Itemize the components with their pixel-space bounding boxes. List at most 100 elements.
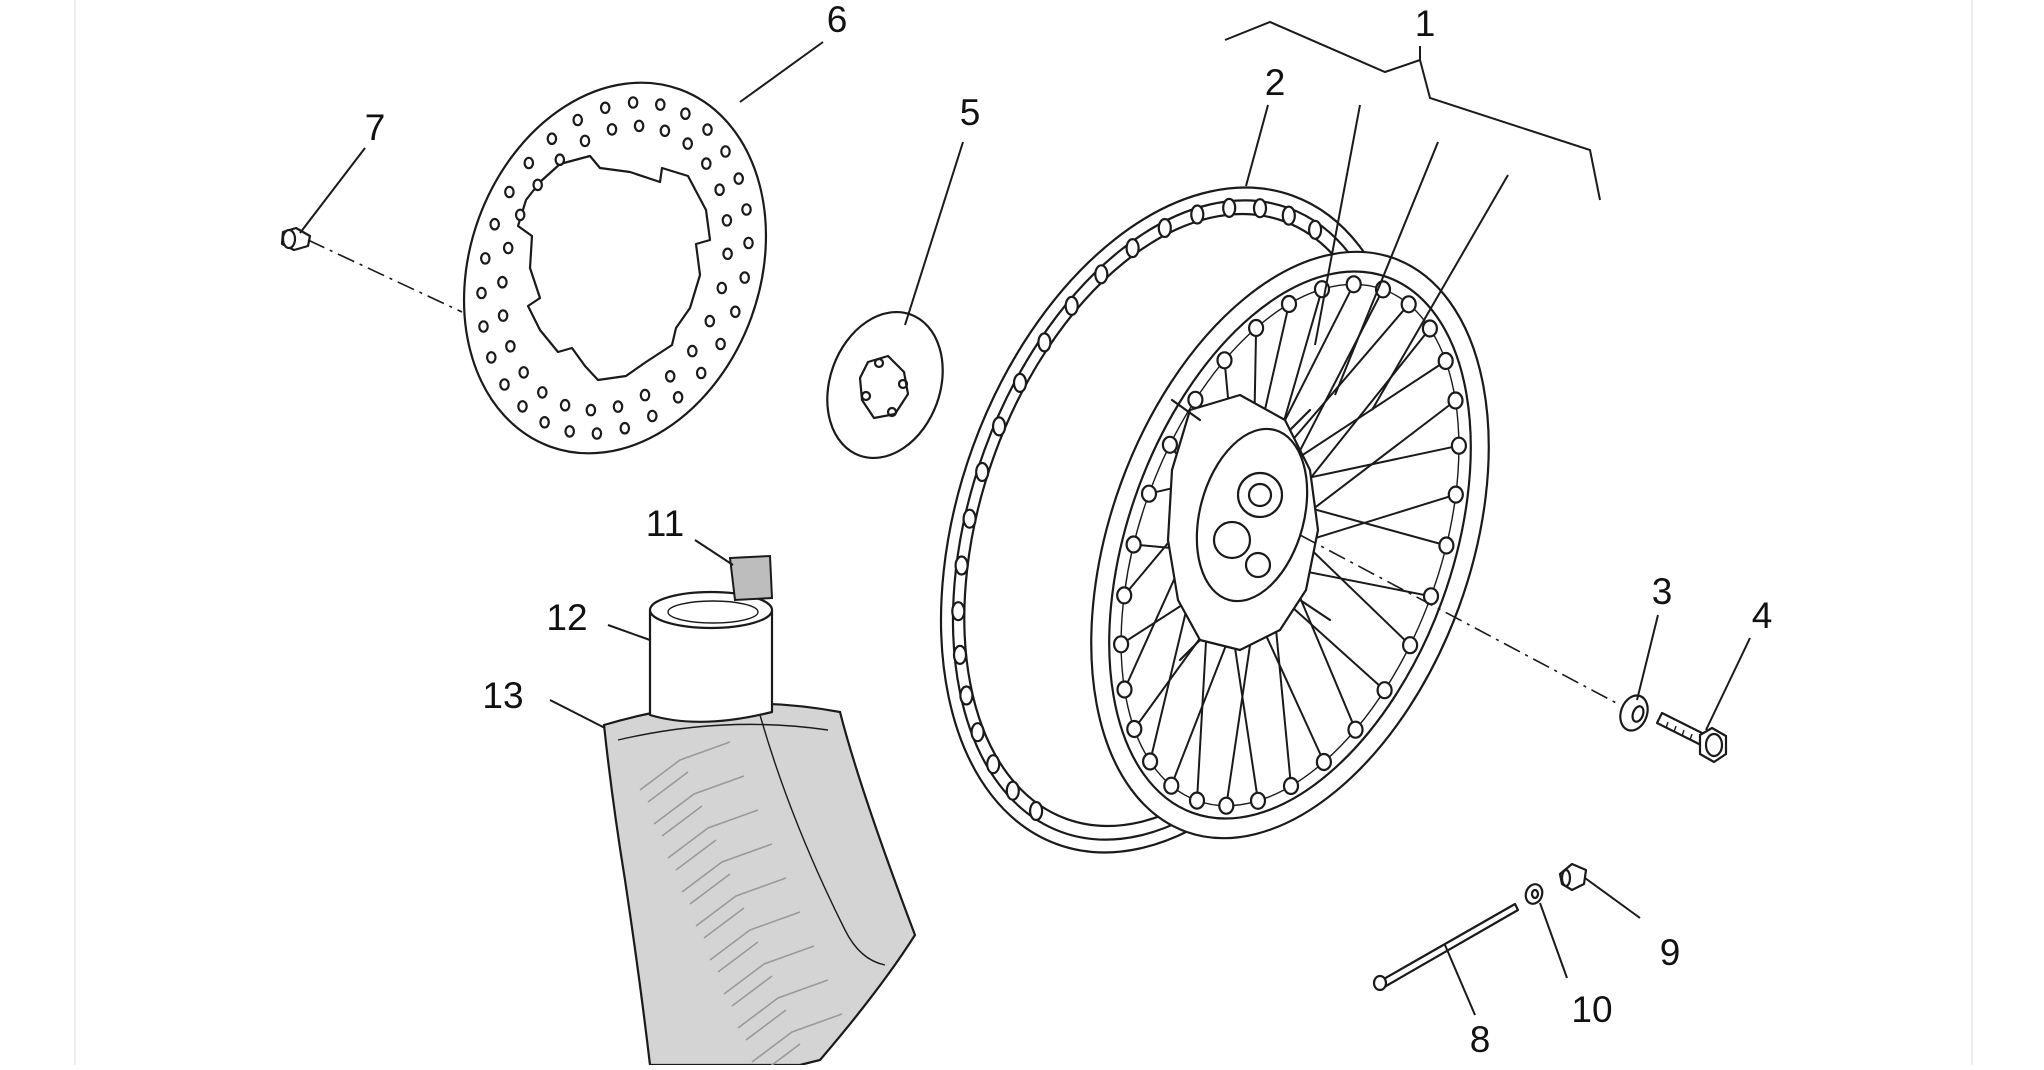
callout-8: 8 <box>1470 1019 1491 1060</box>
rim-hole <box>951 601 966 622</box>
disc-hole <box>499 378 510 391</box>
disc-hole <box>664 369 676 383</box>
rim-hole <box>1064 295 1079 316</box>
washer <box>1619 694 1649 732</box>
tread-mark <box>723 945 815 1007</box>
tread-mark <box>695 877 787 939</box>
spoke-nipple <box>1280 294 1298 314</box>
disc-hole <box>485 351 497 364</box>
disc-hole <box>591 427 603 440</box>
disc-hole <box>733 172 744 185</box>
tire <box>602 702 917 1070</box>
rim-hole <box>986 754 1001 775</box>
disc-hole <box>536 386 548 399</box>
rim-hole <box>970 722 985 743</box>
disc-hole <box>505 339 516 353</box>
rim-hole <box>991 416 1007 437</box>
tread-mark <box>709 911 801 973</box>
rim-hole <box>1157 217 1172 239</box>
disc-hole <box>478 320 489 333</box>
disc-hole <box>700 157 712 170</box>
disc-hole <box>539 415 550 429</box>
disc-hole <box>721 214 733 227</box>
spoke-nipples <box>1112 275 1468 815</box>
callout-9: 9 <box>1660 932 1681 973</box>
wheel-hub <box>1166 393 1332 662</box>
disc-hole <box>627 96 639 109</box>
callout-10: 10 <box>1571 989 1612 1030</box>
disc-screw <box>280 226 312 252</box>
disc-hole <box>554 153 566 166</box>
disc-hole <box>659 124 671 138</box>
disc-hole <box>572 113 583 127</box>
rim-hole <box>1094 264 1109 285</box>
tread-mark <box>737 979 829 1041</box>
leader-5 <box>904 141 964 326</box>
disc-hole <box>517 400 528 413</box>
rim-hole <box>1307 219 1323 240</box>
leader-10 <box>1539 902 1568 979</box>
disc-hole <box>532 178 543 192</box>
leader-1b <box>1334 141 1439 396</box>
rim-hole <box>962 508 977 529</box>
callout-7: 7 <box>365 107 386 148</box>
disc-hole <box>715 337 726 351</box>
leader-3 <box>1636 614 1659 701</box>
brake-disc-holes <box>476 96 754 440</box>
rim-hole <box>1037 332 1052 353</box>
leader-12 <box>607 624 651 641</box>
spoke-nipple <box>1141 752 1159 771</box>
rim-hole <box>1125 238 1140 259</box>
tread-mark <box>639 741 731 803</box>
callout-5: 5 <box>960 92 981 133</box>
disc-hole <box>489 217 500 231</box>
valve-washer <box>1524 883 1544 905</box>
disc-hole <box>702 123 713 136</box>
disc-hole <box>704 314 716 328</box>
disc-hole <box>633 119 645 133</box>
disc-hole <box>739 271 750 284</box>
rim-hole <box>959 685 974 706</box>
spoke-nipple <box>1450 436 1468 455</box>
hub-plate <box>826 310 944 460</box>
rim-hole <box>1028 800 1044 822</box>
callout-12: 12 <box>546 597 587 638</box>
spoke-nipple <box>1161 435 1179 454</box>
disc-hole <box>720 145 731 158</box>
disc-hole <box>579 134 591 148</box>
callout-13: 13 <box>482 675 523 716</box>
leader-8 <box>1444 944 1476 1016</box>
leader-1a <box>1314 104 1361 346</box>
spoke-nipple <box>1163 776 1180 795</box>
disc-hole <box>680 107 691 120</box>
spoke-nipple <box>1347 720 1364 739</box>
spoke-nipple <box>1376 681 1393 700</box>
brake-disc <box>462 81 768 455</box>
rim-tape <box>728 554 774 602</box>
leader-lines <box>299 41 1751 1016</box>
disc-hole <box>479 252 491 265</box>
spoke-nipple <box>1447 391 1464 410</box>
disc-screw-axis <box>307 239 463 313</box>
disc-hole <box>654 98 666 111</box>
callout-3: 3 <box>1652 571 1673 612</box>
disc-hole <box>564 425 575 438</box>
wheel <box>939 186 1490 854</box>
disc-hole <box>619 421 631 435</box>
disc-hole <box>612 400 624 413</box>
disc-hole <box>518 366 529 379</box>
tread-mark <box>653 775 745 837</box>
rim-hole <box>1222 197 1237 218</box>
spoke-nipple <box>1140 484 1158 503</box>
disc-hole <box>722 247 733 261</box>
disc-hole <box>476 286 487 300</box>
spoke-nipple <box>1421 319 1439 338</box>
disc-hole <box>497 309 509 322</box>
rim-hole <box>1005 780 1020 801</box>
axle-bolt <box>1655 711 1728 764</box>
spoke-nipple <box>1126 719 1143 739</box>
disc-hole <box>714 183 725 196</box>
tread-mark <box>667 809 759 871</box>
disc-hole <box>504 185 515 199</box>
